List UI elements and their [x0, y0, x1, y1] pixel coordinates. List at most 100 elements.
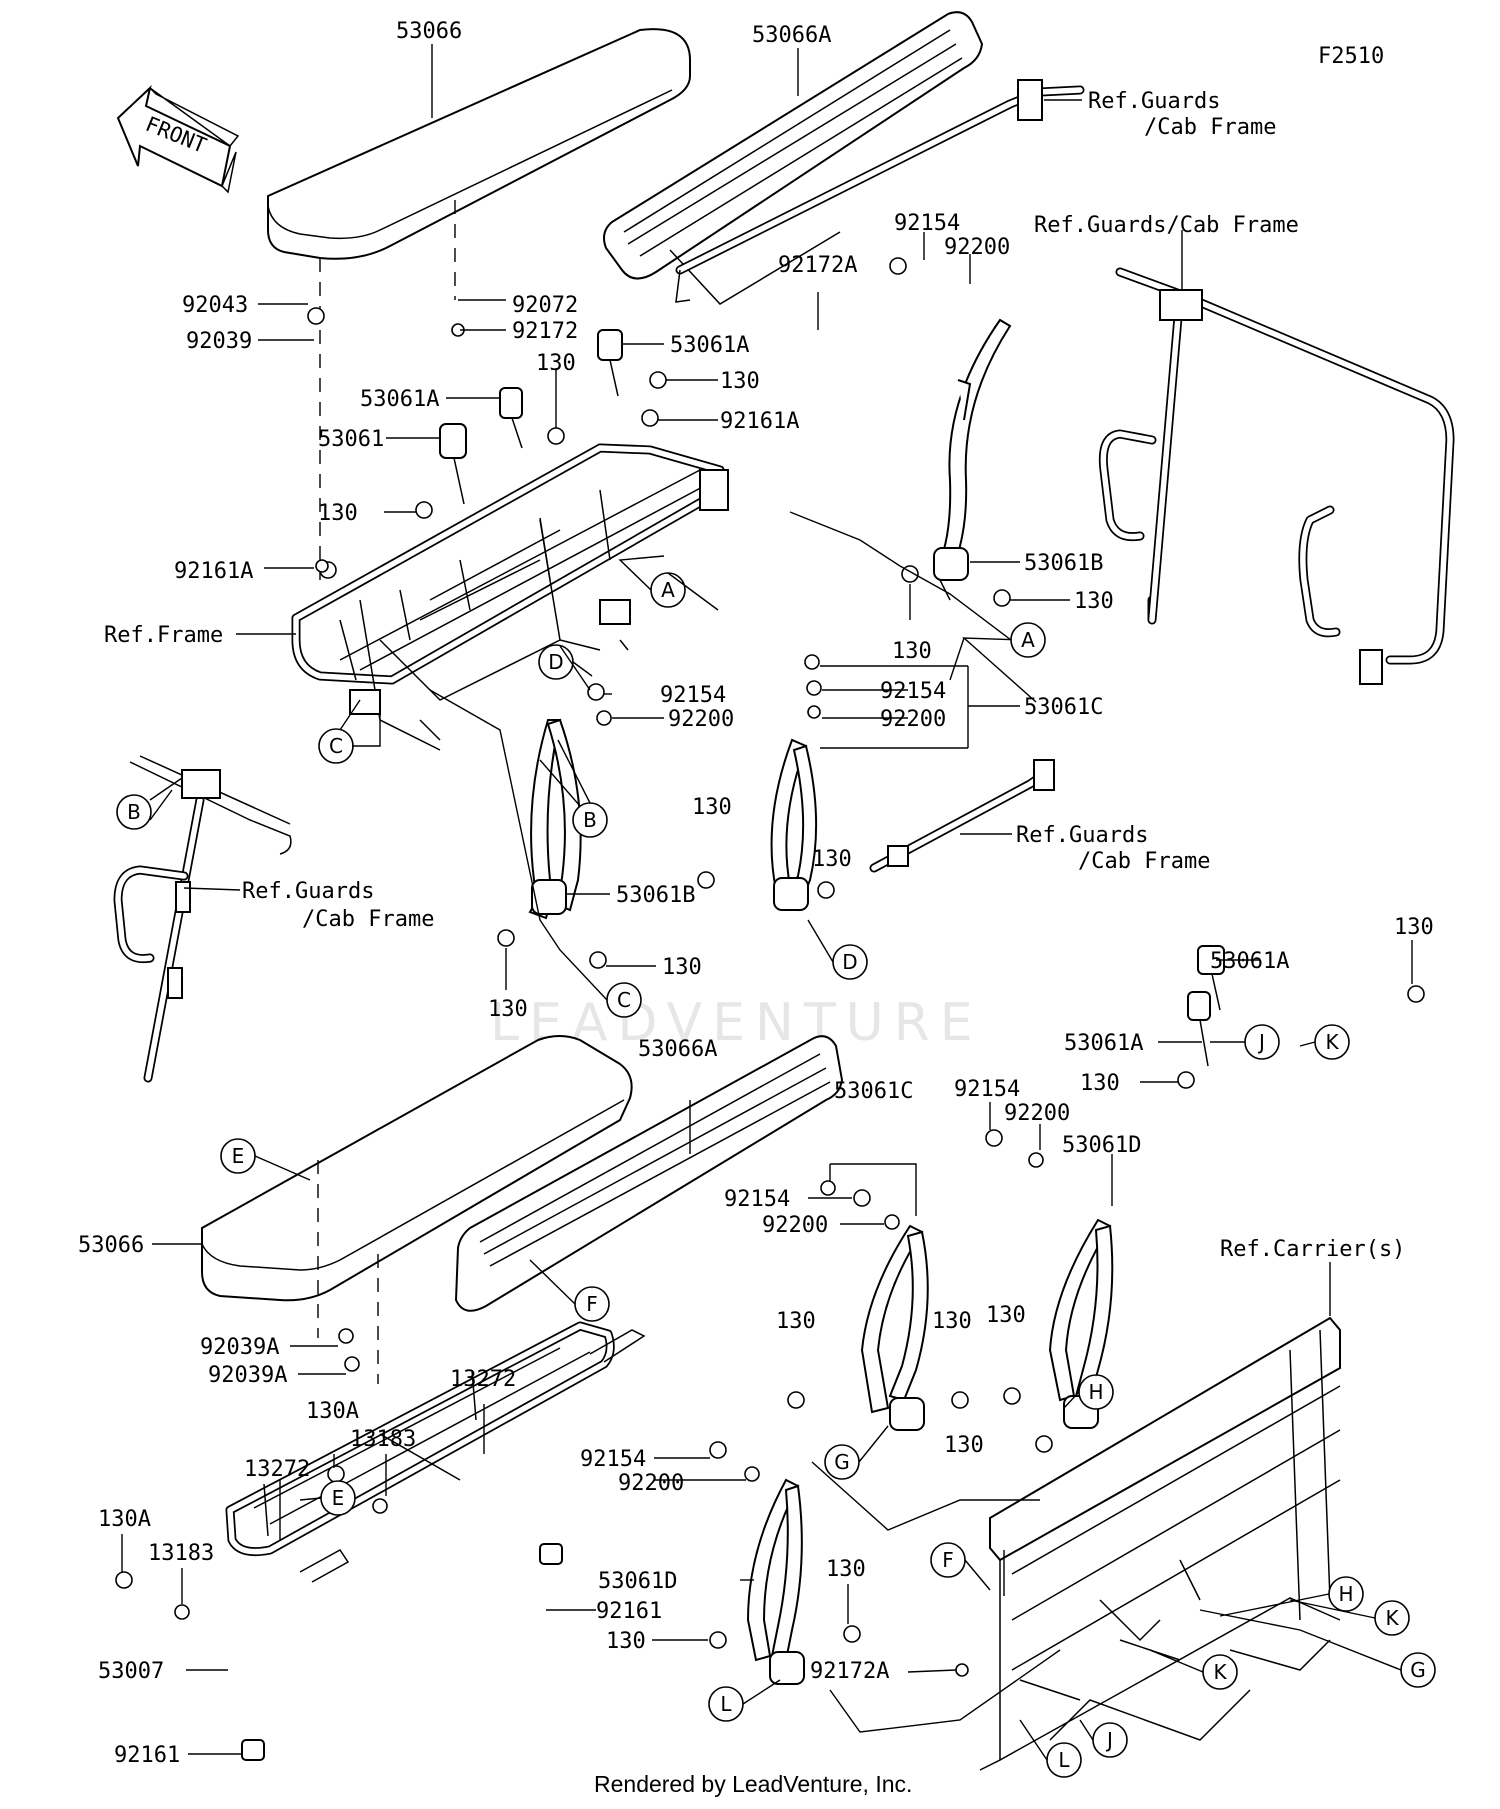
svg-text:G: G	[1410, 1658, 1426, 1682]
callout-h-1: H	[1078, 1374, 1114, 1410]
seat-belt-53061c-low	[860, 1224, 929, 1431]
svg-text:K: K	[1325, 1030, 1339, 1054]
callout-a-2: A	[1010, 622, 1046, 658]
diagram-id: F2510	[1318, 44, 1384, 69]
svg-text:B: B	[583, 808, 597, 832]
label-130-m: 130	[932, 1309, 972, 1334]
label-53061b-mid: 53061B	[616, 883, 695, 908]
callout-e-1: E	[220, 1138, 256, 1174]
label-53061a-3: 53061A	[1210, 949, 1289, 974]
svg-text:K: K	[1213, 1660, 1227, 1684]
svg-text:E: E	[332, 1486, 345, 1510]
label-13272-a: 13272	[450, 1367, 516, 1392]
label-53061a-1: 53061A	[670, 333, 749, 358]
svg-text:G: G	[834, 1450, 850, 1474]
label-130-i: 130	[1394, 915, 1434, 940]
svg-text:A: A	[661, 578, 675, 602]
label-13183-a: 13183	[350, 1427, 416, 1452]
callout-d-2: D	[832, 944, 868, 980]
label-92039a-a: 92039A	[200, 1335, 279, 1360]
label-130-o: 130	[944, 1433, 984, 1458]
label-ref-guards-2: Ref.Guards	[1016, 823, 1148, 848]
label-130-e: 130	[892, 639, 932, 664]
cab-frame-left	[113, 755, 292, 1083]
callout-c-1: C	[318, 728, 354, 764]
callout-f-2: F	[930, 1542, 966, 1578]
buckle-53061a-4	[1187, 991, 1211, 1067]
label-cab-frame-2: /Cab Frame	[1078, 849, 1210, 874]
svg-text:L: L	[1058, 1748, 1070, 1772]
backrest-bottom	[454, 1035, 844, 1312]
callout-c-2: C	[606, 982, 642, 1018]
callout-k-1: K	[1314, 1024, 1350, 1060]
guard-rail-middle	[869, 759, 1055, 873]
seat-cushion-bottom	[201, 1035, 633, 1384]
label-92154-e: 92154	[724, 1187, 790, 1212]
label-92172a-bottom: 92172A	[810, 1659, 889, 1684]
callout-k-3: K	[1202, 1654, 1238, 1690]
label-53061a-2: 53061A	[360, 387, 439, 412]
callout-g-1: G	[824, 1444, 860, 1480]
label-130-a: 130	[536, 351, 576, 376]
label-130-f: 130	[692, 795, 732, 820]
label-130-d: 130	[1074, 589, 1114, 614]
buckle-53061a-2	[499, 387, 523, 449]
svg-text:K: K	[1385, 1606, 1399, 1630]
callout-d-1: D	[538, 644, 574, 680]
label-92200-a: 92200	[944, 235, 1010, 260]
label-cab-frame-3: /Cab Frame	[302, 907, 434, 932]
label-130-b: 130	[720, 369, 760, 394]
svg-text:D: D	[548, 650, 563, 674]
label-92039a-b: 92039A	[208, 1363, 287, 1388]
label-92043: 92043	[182, 293, 248, 318]
label-53061c-mid: 53061C	[1024, 695, 1103, 720]
svg-text:E: E	[232, 1144, 245, 1168]
label-92200-d: 92200	[1004, 1101, 1070, 1126]
callout-e-2: E	[320, 1480, 356, 1516]
label-130a-b: 130A	[98, 1507, 151, 1532]
label-92200-e: 92200	[762, 1213, 828, 1238]
carrier	[979, 1316, 1341, 1771]
front-arrow-icon: FRONT	[116, 85, 240, 194]
callout-j-2: J	[1092, 1722, 1128, 1758]
label-92161-a: 92161	[596, 1599, 662, 1624]
seat-belt-53061c-mid	[770, 738, 818, 912]
label-ref-guards-1: Ref.Guards	[1088, 89, 1220, 114]
label-53061d-left: 53061D	[598, 1569, 677, 1594]
label-53061c-low: 53061C	[834, 1079, 913, 1104]
labels: 53066 53066A Ref.Guards /Cab Frame Ref.G…	[78, 19, 1434, 1768]
label-130-h: 130	[662, 955, 702, 980]
label-53061: 53061	[318, 427, 384, 452]
label-130-q: 130	[606, 1629, 646, 1654]
guard-rail-top	[675, 79, 1085, 303]
label-13272-b: 13272	[244, 1457, 310, 1482]
label-13183-b: 13183	[148, 1541, 214, 1566]
label-92172: 92172	[512, 319, 578, 344]
label-92154-c: 92154	[880, 679, 946, 704]
svg-text:J: J	[1105, 1728, 1113, 1752]
label-130-p: 130	[826, 1557, 866, 1582]
svg-text:H: H	[1088, 1380, 1103, 1404]
callout-l-2: L	[1046, 1742, 1082, 1778]
buckle-53061a-1	[597, 329, 623, 397]
label-53066-bottom: 53066	[78, 1233, 144, 1258]
label-53066a-top: 53066A	[752, 23, 831, 48]
callout-k-2: K	[1374, 1600, 1410, 1636]
svg-text:J: J	[1257, 1030, 1265, 1054]
seat-frame	[291, 443, 729, 751]
label-53066a-bottom: 53066A	[638, 1037, 717, 1062]
label-ref-guards-cab-frame: Ref.Guards/Cab Frame	[1034, 213, 1299, 238]
label-130-l: 130	[776, 1309, 816, 1334]
svg-text:F: F	[586, 1292, 598, 1316]
label-130-g: 130	[812, 847, 852, 872]
label-ref-guards-3: Ref.Guards	[242, 879, 374, 904]
label-92200-f: 92200	[618, 1471, 684, 1496]
svg-text:C: C	[329, 734, 343, 758]
label-cab-frame-1: /Cab Frame	[1144, 115, 1276, 140]
label-53061d-right: 53061D	[1062, 1133, 1141, 1158]
svg-text:A: A	[1021, 628, 1035, 652]
label-92161-b: 92161	[114, 1743, 180, 1768]
label-92161a-b: 92161A	[174, 559, 253, 584]
label-92200-b: 92200	[668, 707, 734, 732]
